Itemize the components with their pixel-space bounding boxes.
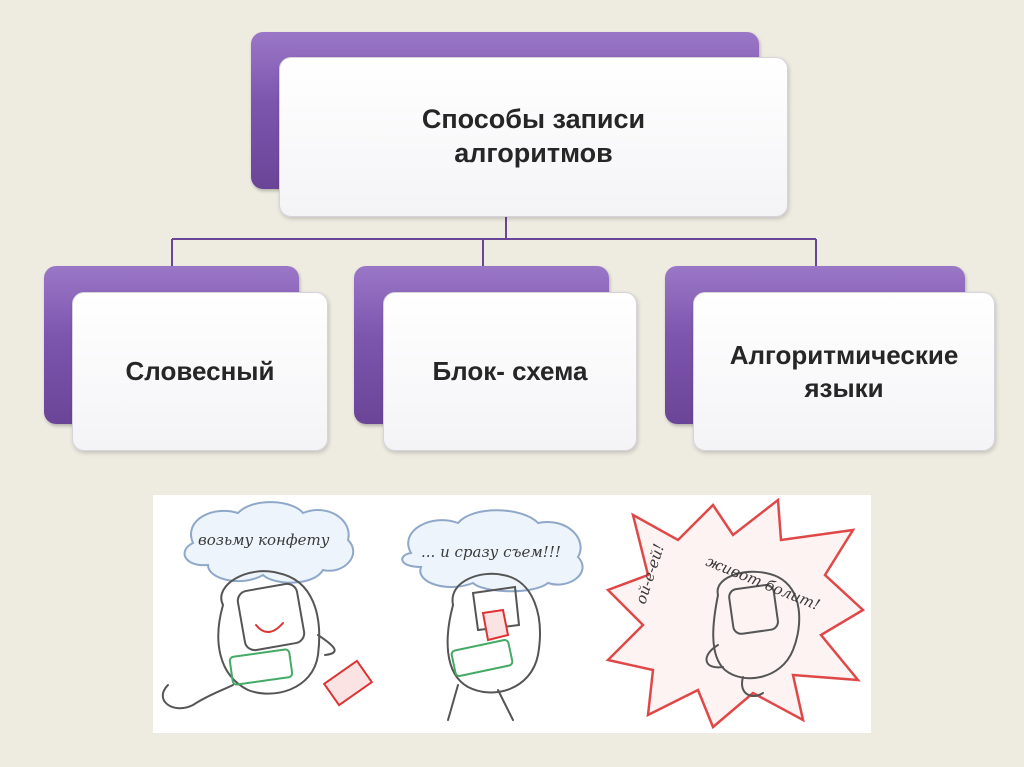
candy-1 [322,659,374,707]
computer-body-3 [712,570,801,680]
face-2 [471,585,521,632]
legs-2 [447,684,514,721]
child-node-label: Блок- схема [432,356,588,387]
speech-2: ... и сразу съем!!! [421,543,561,561]
computer-body-1 [217,570,321,695]
comic-drawing: возьму конфету ... и сразу съем!!! [161,497,866,730]
comic-panel-2 [401,509,584,721]
computer-screen-1 [236,582,306,652]
child-node-flowchart: Блок- схема [383,292,637,451]
comic-panel-3 [605,497,866,730]
comic-illustration: возьму конфету ... и сразу съем!!! [153,495,871,733]
root-node: Способы записи алгоритмов [279,57,788,217]
thought-cloud-1 [183,501,355,584]
burst-shape [605,497,866,730]
child-node-languages: Алгоритмические языки [693,292,995,451]
root-node-label: Способы записи алгоритмов [421,104,646,168]
thought-cloud-2 [401,509,584,593]
candy-2 [481,608,510,642]
keyboard-2 [450,638,514,678]
child-node-label: Словесный [125,356,275,387]
leg-1 [161,684,234,710]
computer-screen-3 [728,584,779,635]
arm-1 [317,634,336,656]
comic-panel-1 [161,501,374,710]
speech-1: возьму конфету [198,531,330,549]
computer-body-2 [446,572,541,694]
child-node-verbal: Словесный [72,292,328,451]
child-node-label: Алгоритмические языки [729,340,959,403]
smile-1 [255,622,284,633]
keyboard-1 [228,648,294,686]
leg-3 [741,676,764,697]
arm-3 [705,644,724,669]
